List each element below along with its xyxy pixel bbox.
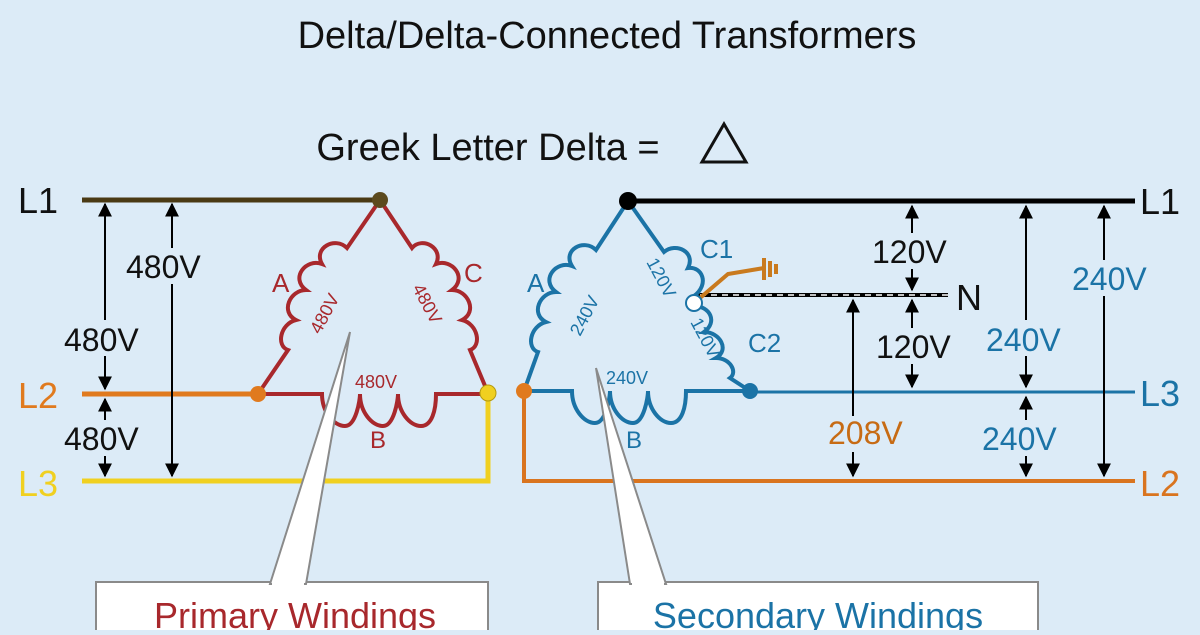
primary-winding-b-voltage: 480V [355, 372, 397, 392]
secondary-l3-node [742, 383, 758, 399]
secondary-callout-text: Secondary Windings [653, 595, 983, 630]
primary-l2-node [250, 386, 266, 402]
secondary-winding-b-label: B [626, 427, 642, 454]
secondary-n-l2-voltage: 208V [828, 415, 903, 451]
secondary-winding-c1-voltage: 120V [642, 254, 679, 301]
secondary-winding-c1 [626, 199, 705, 298]
secondary-winding-c1-label: C1 [700, 234, 733, 264]
secondary-winding-c2 [693, 304, 752, 393]
diagram-subtitle: Greek Letter Delta = [316, 127, 659, 169]
primary-l2-label: L2 [18, 375, 58, 416]
ground-icon [698, 258, 778, 300]
secondary-winding-b [524, 389, 750, 426]
secondary-center-tap-node [685, 294, 703, 312]
primary-l1-node [372, 192, 388, 208]
primary-winding-c [378, 198, 490, 394]
primary-winding-a-label: A [272, 268, 290, 298]
secondary-winding-a-voltage: 240V [566, 292, 603, 339]
secondary-l1-l2-voltage: 240V [1072, 261, 1147, 297]
primary-winding-c-label: C [464, 258, 483, 288]
primary-l3-node [479, 384, 497, 402]
secondary-callout: Secondary Windings [595, 367, 1039, 635]
primary-l1-label: L1 [18, 180, 58, 221]
secondary-l1-label: L1 [1140, 181, 1180, 222]
diagram-title: Delta/Delta-Connected Transformers [298, 15, 917, 57]
primary-winding-b [258, 392, 488, 429]
secondary-winding-a-label: A [527, 268, 545, 298]
secondary-l2-wire [522, 391, 1135, 483]
secondary-winding-a [522, 199, 630, 392]
secondary-l1-l3-voltage: 240V [986, 322, 1061, 358]
primary-l2-l3-voltage: 480V [64, 421, 139, 457]
primary-l1-l2-voltage: 480V [64, 322, 139, 358]
primary-l1-l3-voltage: 480V [126, 249, 201, 285]
secondary-l3-l2-voltage: 240V [982, 421, 1057, 457]
secondary-n-label: N [956, 277, 982, 318]
secondary-l2-node [516, 383, 532, 399]
primary-winding-a [256, 198, 382, 396]
secondary-winding-b-voltage: 240V [606, 368, 648, 388]
secondary-winding-c2-label: C2 [748, 328, 781, 358]
primary-callout-text: Primary Windings [154, 595, 436, 630]
primary-l3-wire [82, 393, 491, 484]
delta-symbol-icon [699, 121, 749, 164]
secondary-l2-label: L2 [1140, 463, 1180, 504]
secondary-l3-label: L3 [1140, 373, 1180, 414]
secondary-l1-n-voltage: 120V [872, 234, 947, 270]
primary-winding-b-label: B [370, 427, 386, 454]
primary-callout: Primary Windings [95, 331, 489, 635]
primary-l3-label: L3 [18, 463, 58, 504]
primary-winding-a-voltage: 480V [306, 290, 343, 337]
secondary-l1-node [619, 192, 637, 210]
primary-winding-c-voltage: 480V [408, 280, 445, 327]
secondary-n-l3-voltage: 120V [876, 329, 951, 365]
